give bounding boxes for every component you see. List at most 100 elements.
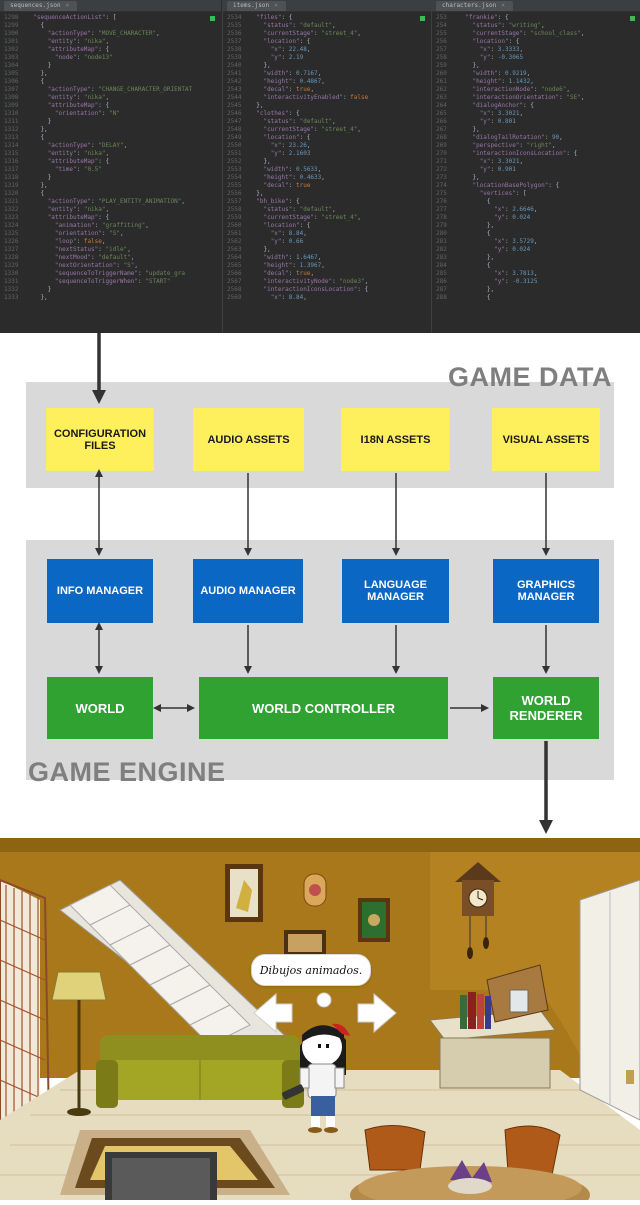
code-lines: 253 "frankie": {254 "status": "writing",… xyxy=(432,14,584,302)
line-number: 2553 xyxy=(227,166,242,173)
code-token: "height" xyxy=(263,262,293,269)
line-number: 1307 xyxy=(4,86,19,93)
line-number: 1320 xyxy=(4,190,19,197)
code-token: : { xyxy=(497,14,509,21)
line-number: 283 xyxy=(436,254,447,261)
code-token xyxy=(458,270,494,277)
code-token: "street_4" xyxy=(321,214,358,221)
code-token xyxy=(458,94,472,101)
code-token: , xyxy=(303,230,307,237)
code-token: : xyxy=(292,262,300,269)
tab-sequences-json[interactable]: sequences.json× xyxy=(4,1,78,11)
code-token: : xyxy=(292,206,300,213)
code-token: "height" xyxy=(263,174,293,181)
line-number: 2537 xyxy=(227,38,242,45)
editor-pane-characters[interactable]: characters.json× 253 "frankie": {254 "st… xyxy=(431,0,640,333)
code-line: 253 "frankie": { xyxy=(432,14,584,22)
code-token: , xyxy=(357,214,362,221)
line-number: 1322 xyxy=(4,206,19,213)
line-number: 2560 xyxy=(227,222,242,229)
close-icon[interactable]: × xyxy=(65,2,70,9)
tab-bar: items.json× xyxy=(223,0,431,12)
code-token: : xyxy=(138,270,146,277)
line-number: 259 xyxy=(436,62,447,69)
code-token: "x" xyxy=(479,110,491,117)
line-number: 2549 xyxy=(227,134,242,141)
code-line: 2544 "interactivityEnabled": false xyxy=(223,94,368,102)
code-token: "currentStage" xyxy=(263,214,315,221)
code-token xyxy=(26,270,55,277)
game-scene[interactable] xyxy=(0,838,640,1205)
code-token xyxy=(249,294,271,301)
code-token: }, xyxy=(458,126,480,133)
code-token: : xyxy=(281,230,289,237)
code-token: "x" xyxy=(270,46,282,53)
code-line: 269 "perspective": "right", xyxy=(432,142,584,150)
line-number: 1325 xyxy=(4,230,19,237)
editor-pane-items[interactable]: items.json× 2534 "files": {2535 "status"… xyxy=(222,0,431,333)
tab-items-json[interactable]: items.json× xyxy=(227,1,286,11)
code-token: : [ xyxy=(105,14,117,21)
code-token: "actionType" xyxy=(47,30,92,37)
line-number: 1303 xyxy=(4,54,19,61)
code-line: 256 "location": { xyxy=(432,38,584,46)
code-token: : { xyxy=(288,110,300,117)
line-number: 255 xyxy=(436,30,447,37)
line-number: 2541 xyxy=(227,70,242,77)
code-line: 1326 "loop": false, xyxy=(0,238,192,246)
code-line: 279 }, xyxy=(432,222,584,230)
code-token: "width" xyxy=(263,70,289,77)
code-line: 2555 "decal": true xyxy=(223,182,368,190)
code-token xyxy=(458,118,480,125)
code-line: 1317 "time": "0.5" xyxy=(0,166,192,174)
line-number: 1308 xyxy=(4,94,19,101)
close-icon[interactable]: × xyxy=(501,2,505,9)
code-token: , xyxy=(105,38,110,45)
line-number: 270 xyxy=(436,150,447,157)
line-number: 2545 xyxy=(227,102,242,109)
code-line: 2566 "decal": true, xyxy=(223,270,368,278)
audio-manager-box: AUDIO MANAGER xyxy=(193,559,303,623)
code-token xyxy=(458,246,494,253)
code-token: } xyxy=(26,62,52,69)
code-token: "status" xyxy=(472,22,502,29)
code-token: 3.7813 xyxy=(512,270,534,277)
code-token: "width" xyxy=(263,166,289,173)
code-line: 1325 "orientation": "S", xyxy=(0,230,192,238)
code-line: 262 "interactionNode": "node6", xyxy=(432,86,584,94)
code-token xyxy=(26,46,48,53)
line-number: 2536 xyxy=(227,30,242,37)
code-token: 0.901 xyxy=(497,166,516,173)
line-number: 1301 xyxy=(4,38,19,45)
line-number: 277 xyxy=(436,206,447,213)
code-token: , xyxy=(519,46,524,53)
code-token: "status" xyxy=(263,118,293,125)
code-token: }, xyxy=(249,246,271,253)
code-token xyxy=(26,110,55,117)
code-token: : xyxy=(490,110,498,117)
code-token: , xyxy=(123,142,128,149)
code-token: "nika" xyxy=(83,38,106,45)
code-lines: 1298 "sequenceActionList": [1299 {1300 "… xyxy=(0,14,192,302)
editor-pane-sequences[interactable]: sequences.json× 1298 "sequenceActionList… xyxy=(0,0,221,333)
code-token: }, xyxy=(458,62,480,69)
code-token: , xyxy=(541,22,545,29)
code-token: "entity" xyxy=(47,150,77,157)
line-number: 263 xyxy=(436,94,447,101)
line-number: 1317 xyxy=(4,166,19,173)
tab-characters-json[interactable]: characters.json× xyxy=(436,1,513,11)
code-token: 3.5729 xyxy=(512,238,534,245)
code-token: "attributeMap" xyxy=(47,158,99,165)
close-icon[interactable]: × xyxy=(274,2,278,9)
code-token: , xyxy=(181,198,185,205)
line-number: 1318 xyxy=(4,174,19,181)
code-token: : xyxy=(281,150,289,157)
code-token xyxy=(458,134,472,141)
line-number: 1300 xyxy=(4,30,19,37)
code-token: "MOVE_CHARACTER" xyxy=(98,30,157,37)
line-number: 1299 xyxy=(4,22,19,29)
code-line: 1320 { xyxy=(0,190,192,198)
code-line: 2538 "x": 22.48, xyxy=(223,46,368,54)
code-line: 1300 "actionType": "MOVE_CHARACTER", xyxy=(0,30,192,38)
code-token: : xyxy=(533,86,542,93)
